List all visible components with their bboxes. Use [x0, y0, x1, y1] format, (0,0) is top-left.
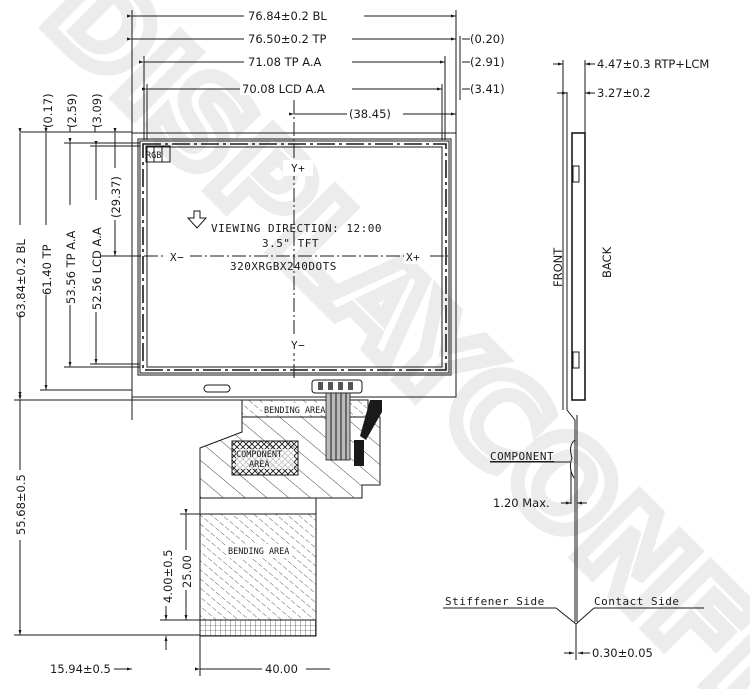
- total-thickness-dim: 4.47±0.3 RTP+LCM: [597, 57, 709, 71]
- component-height-dim: 1.20 Max.: [493, 496, 550, 510]
- bl-width-dim: 76.84±0.2 BL: [248, 9, 327, 23]
- lcd-aa-height-dim: 52.56 LCD A.A: [90, 227, 104, 310]
- center-y-dim: (29.37): [109, 176, 123, 218]
- component-label: COMPONENT: [490, 450, 554, 463]
- fpc-length-dim: 55.68±0.5: [14, 474, 28, 535]
- contact-side-label: Contact Side: [594, 595, 679, 608]
- left-offset-3: (3.09): [90, 93, 104, 128]
- viewing-arrow-icon: [186, 210, 208, 229]
- side-view: 4.47±0.3 RTP+LCM 3.27±0.2 FRONT BACK COM…: [443, 57, 709, 660]
- bending-area-top: BENDING AREA: [264, 406, 325, 416]
- stiffener-length-dim: 4.00±0.5: [161, 549, 175, 603]
- bend-length-dim: 25.00: [180, 555, 194, 588]
- back-label: BACK: [600, 246, 614, 278]
- right-offset-2: (2.91): [470, 55, 505, 69]
- bending-area-bottom: BENDING AREA: [228, 547, 289, 557]
- front-label: FRONT: [551, 247, 565, 287]
- component-area-line1: COMPONENT: [236, 450, 282, 460]
- fpc-offset-dim: 15.94±0.5: [50, 662, 111, 676]
- stiffener-side-label: Stiffener Side: [445, 595, 545, 608]
- watermark: DISPLAYCONFIG: [12, 0, 750, 689]
- left-offset-1: (0.17): [41, 93, 55, 128]
- bl-height-dim: 63.84±0.2 BL: [14, 239, 28, 318]
- tp-height-dim: 61.40 TP: [40, 244, 54, 295]
- component-area-line2: AREA: [249, 460, 269, 470]
- y-plus-label: Y+: [291, 162, 305, 175]
- svg-text:DISPLAYCONFIG: DISPLAYCONFIG: [19, 0, 750, 689]
- tp-width-dim: 76.50±0.2 TP: [248, 32, 327, 46]
- x-minus-label: X−: [170, 251, 184, 264]
- center-x-dim: (38.45): [349, 107, 391, 121]
- right-offset-1: (0.20): [470, 32, 505, 46]
- svg-text:RGB: RGB: [146, 151, 161, 161]
- lcd-aa-width-dim: 70.08 LCD A.A: [242, 82, 325, 96]
- x-plus-label: X+: [406, 251, 420, 264]
- viewing-direction: VIEWING DIRECTION: 12:00: [211, 222, 382, 235]
- tp-aa-height-dim: 53.56 TP A.A: [64, 230, 78, 304]
- fpc-thickness-dim: 0.30±0.05: [592, 646, 653, 660]
- fpc-width-dim: 40.00: [265, 662, 298, 676]
- fpc-tail: BENDING AREA COMPONENT AREA BENDING AREA: [199, 392, 382, 637]
- right-offset-3: (3.41): [470, 82, 505, 96]
- panel-resolution: 320XRGBX240DOTS: [230, 260, 337, 273]
- left-offset-2: (2.59): [65, 93, 79, 128]
- lcm-thickness-dim: 3.27±0.2: [597, 86, 651, 100]
- panel-size: 3.5" TFT: [262, 237, 319, 250]
- tp-aa-width-dim: 71.08 TP A.A: [248, 55, 322, 69]
- rgb-indicator: RGB: [145, 145, 171, 163]
- y-minus-label: Y−: [291, 339, 305, 352]
- front-view: 76.84±0.2 BL 76.50±0.2 TP 71.08 TP A.A 7…: [12, 8, 505, 676]
